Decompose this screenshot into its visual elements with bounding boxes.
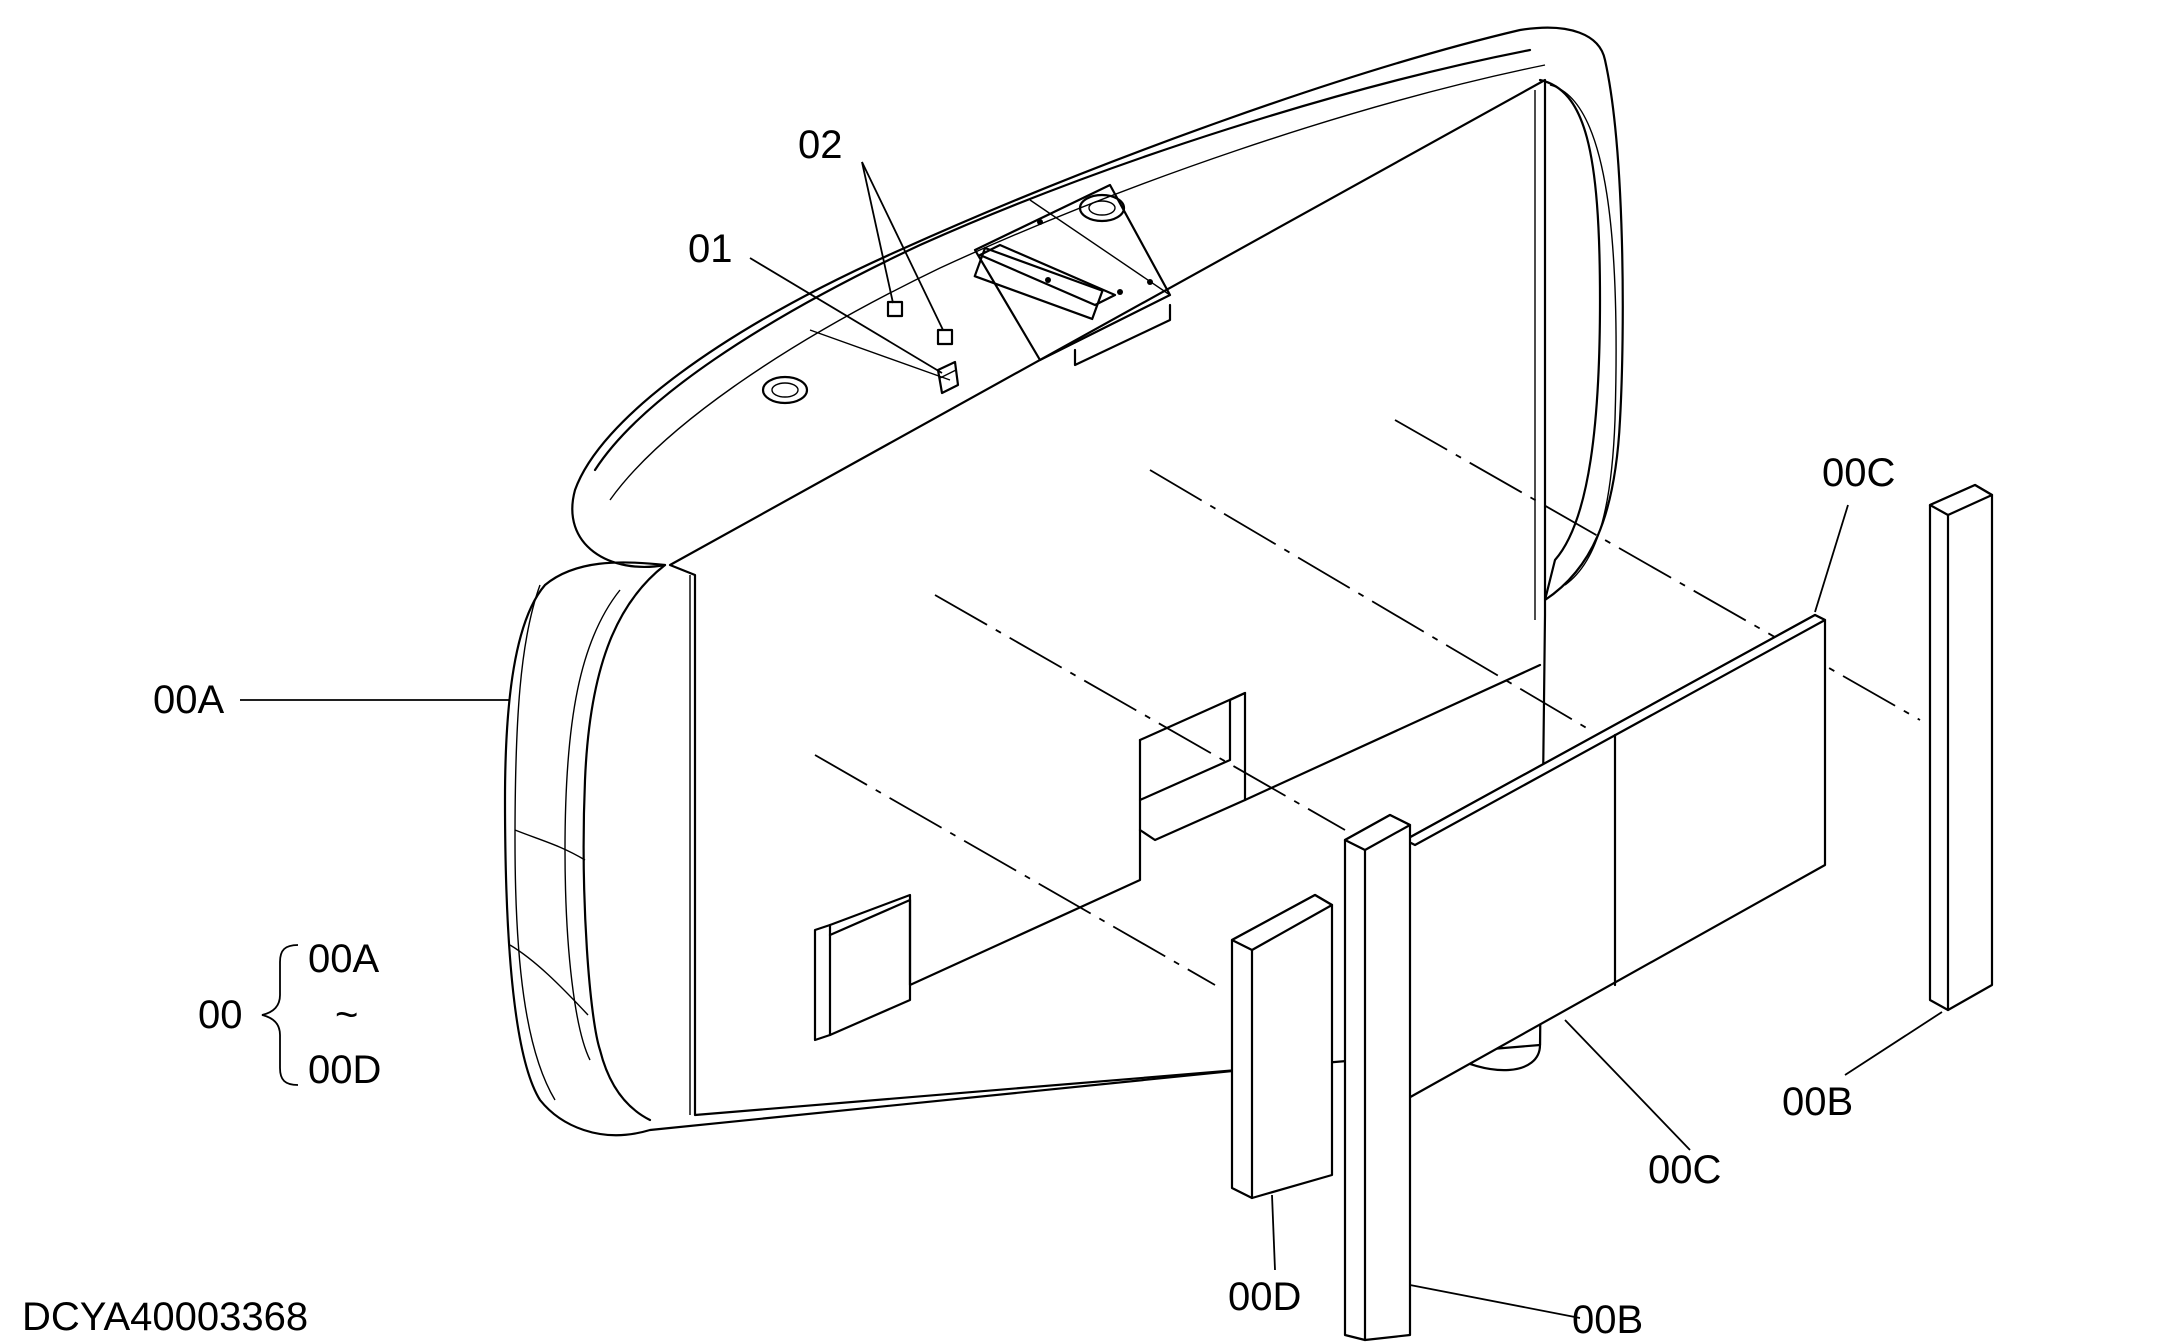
plate-hole-3	[1117, 289, 1123, 295]
plate-slot	[978, 243, 1117, 307]
plate-slot-rect	[973, 246, 1104, 321]
plate-hole-1	[1037, 219, 1043, 225]
center-line-3	[934, 594, 1346, 831]
leader-02-a	[861, 161, 894, 304]
mounting-plate	[973, 183, 1172, 362]
lower-bracket-cut-right	[1138, 691, 1247, 742]
label-group-range-end: 00D	[308, 1048, 381, 1092]
pad-00C	[1403, 613, 1827, 1102]
leader-00D	[1271, 1194, 1276, 1271]
leader-01	[749, 257, 943, 374]
group-brace	[261, 944, 299, 1086]
center-line-4	[814, 754, 1216, 986]
center-line-1	[1394, 419, 1921, 721]
lower-bracket-cut-left	[813, 923, 832, 1042]
right-ring-inner	[1088, 200, 1116, 216]
strip-00B-right	[1928, 483, 1994, 1012]
pad-00D	[1230, 893, 1334, 1200]
lower-bracket-left	[828, 893, 912, 1037]
label-part-00C-bottom: 00C	[1648, 1148, 1721, 1192]
label-part-00A: 00A	[153, 678, 224, 722]
leader-00B-bottom	[1409, 1284, 1581, 1319]
leader-00C-top	[1814, 504, 1849, 613]
label-group-range-start: 00A	[308, 937, 379, 981]
plate-bracket	[1073, 303, 1172, 367]
center-lines	[814, 419, 1921, 986]
plate-hole-2	[1045, 277, 1051, 283]
left-ring	[761, 375, 809, 405]
label-group-00: 00	[198, 993, 243, 1037]
label-group-range-sep: ~	[335, 993, 358, 1037]
right-ring	[1078, 193, 1126, 223]
strip-00B-front	[1343, 813, 1412, 1342]
left-cushion-inner2	[514, 584, 556, 1101]
nut-1	[886, 300, 904, 318]
left-seam-bottom	[509, 944, 589, 1016]
top-rim-curve	[593, 48, 1532, 472]
leader-lines	[240, 161, 1943, 1319]
leader-00B-right	[1844, 1011, 1943, 1076]
label-part-00B-bottom: 00B	[1572, 1298, 1643, 1342]
left-cushion-edge	[582, 563, 667, 1122]
label-part-02: 02	[798, 123, 843, 167]
panel-bottom-edge	[1243, 663, 1542, 802]
nut-2	[936, 328, 954, 346]
label-part-00C-top: 00C	[1822, 451, 1895, 495]
lower-panel-cutout	[828, 798, 1142, 987]
seat-back-body	[503, 26, 1624, 1137]
back-panel	[668, 78, 1547, 1117]
plate-hole-4	[1147, 279, 1153, 285]
right-cushion-edge	[1538, 78, 1602, 602]
label-part-01: 01	[688, 227, 733, 271]
top-seam-left	[809, 329, 951, 381]
left-ring-inner	[771, 382, 799, 398]
drawing-id: DCYA40003368	[22, 1295, 308, 1339]
top-rim-curve-inner	[609, 64, 1546, 501]
leader-02-b	[861, 161, 944, 331]
right-cushion-inner	[1549, 84, 1617, 586]
clip	[936, 360, 960, 395]
left-seam-top	[514, 829, 586, 861]
top-seam-right	[1029, 199, 1171, 296]
label-part-00B-right: 00B	[1782, 1080, 1853, 1124]
leader-00C-bottom	[1564, 1019, 1691, 1151]
label-part-00D: 00D	[1228, 1275, 1301, 1319]
